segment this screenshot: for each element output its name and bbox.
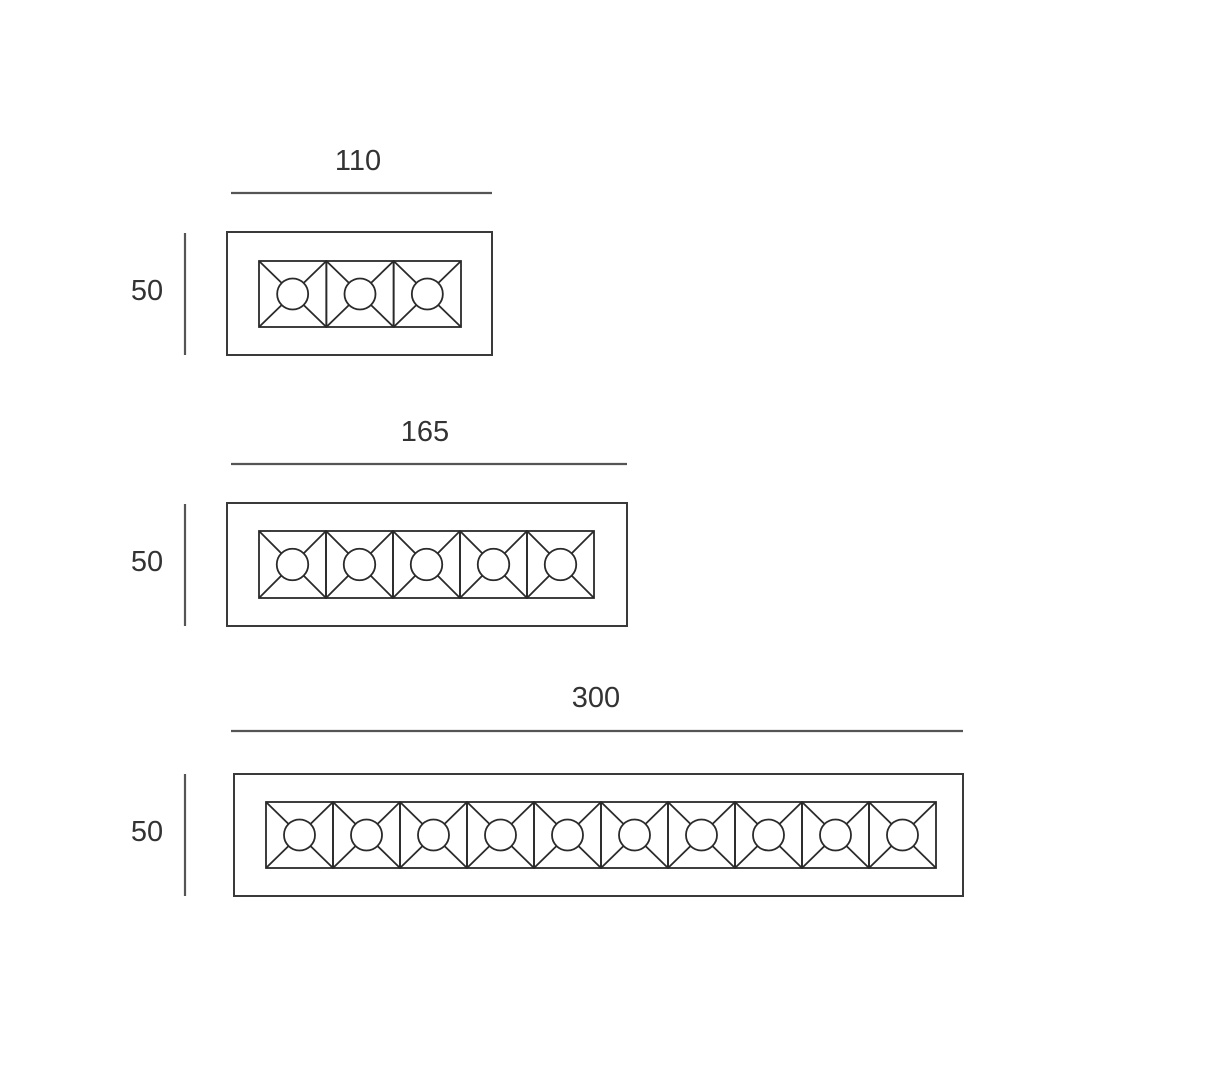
led-cell bbox=[325, 260, 395, 328]
led-cell bbox=[801, 801, 870, 869]
led-cell bbox=[734, 801, 803, 869]
led-lens-icon bbox=[283, 818, 316, 852]
led-lens-icon bbox=[417, 818, 450, 852]
led-cell bbox=[667, 801, 736, 869]
fixture-110: 110 50 bbox=[131, 145, 493, 356]
led-cell bbox=[459, 530, 528, 599]
led-lens-icon bbox=[342, 547, 377, 582]
led-cell bbox=[392, 530, 461, 599]
led-lens-icon bbox=[476, 547, 511, 582]
led-cell bbox=[265, 801, 334, 869]
width-label: 300 bbox=[572, 682, 620, 714]
led-lens-icon bbox=[410, 277, 444, 311]
height-label: 50 bbox=[131, 546, 163, 578]
fixture-165: 165 50 bbox=[131, 416, 628, 627]
led-cell bbox=[258, 260, 328, 328]
height-label: 50 bbox=[131, 275, 163, 307]
led-cell bbox=[868, 801, 937, 869]
led-module-row bbox=[258, 530, 595, 599]
led-module-row bbox=[265, 801, 937, 869]
led-cell bbox=[533, 801, 602, 869]
fixture-frame bbox=[226, 502, 628, 627]
led-lens-icon bbox=[819, 818, 852, 852]
led-lens-icon bbox=[350, 818, 383, 852]
fixture-300: 300 50 bbox=[131, 682, 964, 897]
led-lens-icon bbox=[752, 818, 785, 852]
width-label: 110 bbox=[335, 145, 381, 177]
led-lens-icon bbox=[543, 547, 578, 582]
led-cell bbox=[325, 530, 394, 599]
led-cell bbox=[399, 801, 468, 869]
led-lens-icon bbox=[343, 277, 377, 311]
led-lens-icon bbox=[276, 277, 310, 311]
led-lens-icon bbox=[484, 818, 517, 852]
led-lens-icon bbox=[685, 818, 718, 852]
led-lens-icon bbox=[409, 547, 444, 582]
led-lens-icon bbox=[886, 818, 919, 852]
led-lens-icon bbox=[618, 818, 651, 852]
led-cell bbox=[466, 801, 535, 869]
led-lens-icon bbox=[275, 547, 310, 582]
fixture-frame bbox=[233, 773, 964, 897]
led-cell bbox=[392, 260, 462, 328]
fixture-frame bbox=[226, 231, 493, 356]
led-cell bbox=[332, 801, 401, 869]
led-module-row bbox=[258, 260, 462, 328]
led-lens-icon bbox=[551, 818, 584, 852]
height-label: 50 bbox=[131, 816, 163, 848]
led-cell bbox=[526, 530, 595, 599]
led-cell bbox=[600, 801, 669, 869]
led-cell bbox=[258, 530, 327, 599]
width-label: 165 bbox=[401, 416, 449, 448]
